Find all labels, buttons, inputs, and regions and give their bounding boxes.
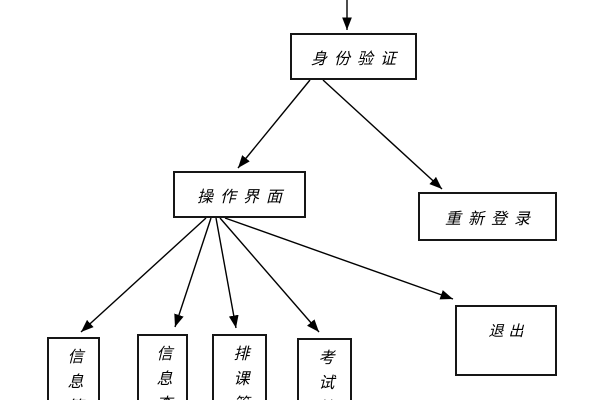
node-relogin-label: 重新登录 bbox=[444, 208, 537, 228]
edge-panel-to-exam bbox=[219, 217, 320, 333]
edge-panel-to-info-mgmt bbox=[80, 217, 207, 333]
node-exit-label: 退出 bbox=[488, 322, 529, 340]
node-course-scheduling-label: 排课管 bbox=[230, 345, 250, 400]
node-course-scheduling: 排课管 bbox=[212, 334, 267, 400]
node-identity-verification-label: 身份验证 bbox=[310, 48, 403, 68]
edge-panel-to-info-query bbox=[174, 217, 212, 328]
node-info-management-label: 信息管 bbox=[64, 348, 84, 400]
edge-auth-to-relogin bbox=[322, 79, 443, 190]
node-operation-interface: 操作界面 bbox=[173, 171, 306, 218]
node-exam-management: 考试管 bbox=[297, 338, 352, 400]
edge-panel-to-course-sched bbox=[215, 217, 239, 329]
node-info-query-label: 信息查 bbox=[153, 345, 173, 400]
node-info-query: 信息查 bbox=[137, 334, 188, 400]
node-relogin: 重新登录 bbox=[418, 192, 557, 241]
node-info-management: 信息管 bbox=[47, 337, 100, 400]
edge-auth-to-panel bbox=[237, 79, 311, 169]
node-operation-interface-label: 操作界面 bbox=[196, 186, 289, 206]
node-exit: 退出 bbox=[455, 305, 557, 376]
node-exam-management-label: 考试管 bbox=[315, 349, 335, 400]
node-identity-verification: 身份验证 bbox=[290, 33, 417, 80]
